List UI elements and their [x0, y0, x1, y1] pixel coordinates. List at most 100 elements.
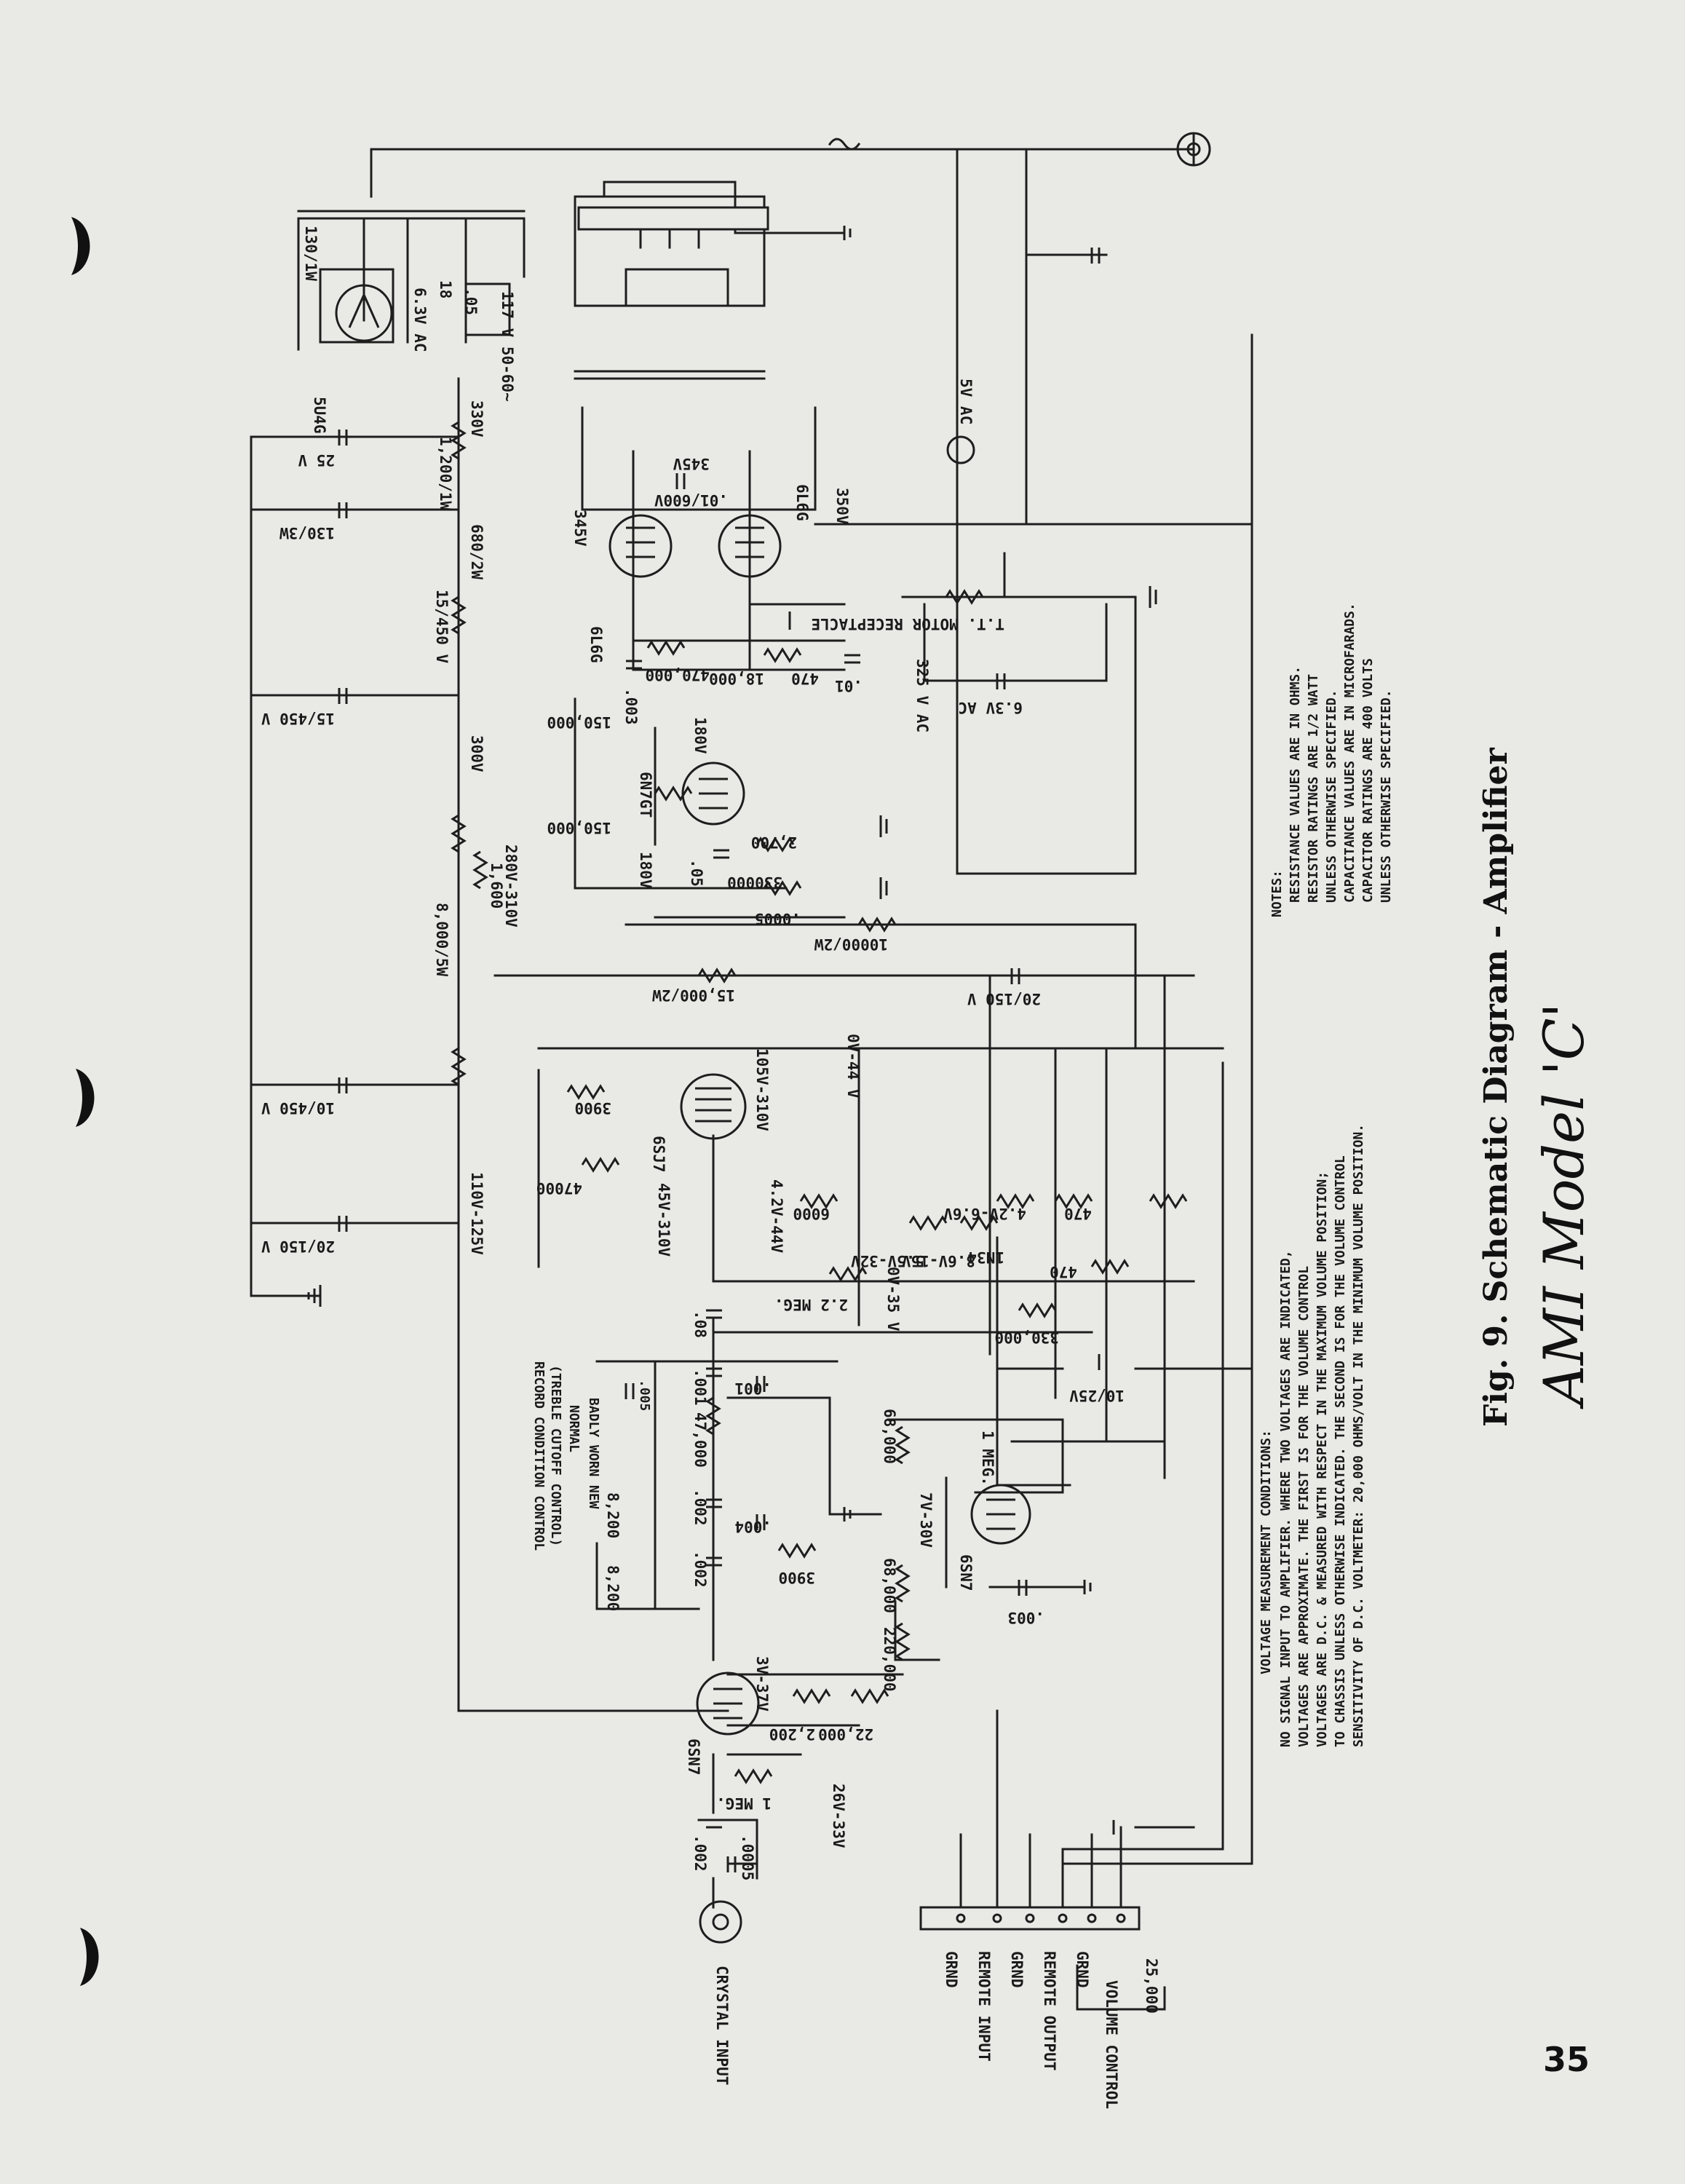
label-2200: 2,200 [769, 1725, 815, 1743]
label-3v-37v: 3V-37V [753, 1656, 771, 1712]
label-tube-v2: 6SN7 [957, 1554, 975, 1591]
label-6000-5w: .01/600V [654, 491, 728, 509]
voltage-notes-line-1: VOLTAGES ARE APPROXIMATE. THE FIRST IS F… [1296, 1266, 1312, 1747]
label-15-450v-a: 130/3W [279, 524, 335, 542]
label-1meg-b: 1 MEG. [979, 1431, 996, 1486]
notes-line-5: UNLESS OTHERWISE SPECIFIED. [1379, 689, 1394, 903]
terminal-label-2: GRND [1008, 1951, 1026, 1988]
label-tube-v4: 6N7GT [637, 772, 654, 818]
label-20-150v-c: 6.3V AC [958, 699, 1023, 716]
label-input-0005: .0005 [739, 1835, 756, 1880]
label-3900-a: 4.2V-6.6V [943, 1205, 1026, 1222]
label-470-a: 470 [791, 670, 819, 687]
volume-pot-value: 25,000 [1143, 1958, 1160, 2014]
punch-mark-bottom [80, 1928, 99, 1986]
label-tube-v5: 6L6G [587, 626, 605, 663]
label-10-25v: 10/25V [1069, 1387, 1125, 1404]
label-2700: 2,700 [751, 834, 797, 851]
label-345v-b: 350V [833, 488, 851, 525]
record-control-title: RECORD CONDITION CONTROL [531, 1361, 547, 1551]
label-01-600v: 345V [673, 455, 710, 472]
label-105-310v: 105V-310V [753, 1048, 771, 1131]
record-pos-new: NEW [586, 1485, 601, 1509]
terminal-label-0: GRND [943, 1951, 960, 1988]
label-1200-1w: 15/450 V [433, 590, 451, 664]
label-001-a: .001 [691, 1369, 709, 1406]
label-68000-b: 68,000 [881, 1558, 898, 1613]
notes-line-0: RESISTANCE VALUES ARE IN OHMS. [1288, 666, 1303, 903]
terminal-label-5: VOLUME CONTROL [1103, 1980, 1120, 2109]
label-22meg: 2.2 MEG. [774, 1296, 848, 1313]
record-pos-normal: NORMAL [566, 1405, 582, 1452]
figure-caption: Fig. 9. Schematic Diagram - Amplifier [1478, 747, 1515, 1427]
label-220000: 220,000 [881, 1627, 898, 1692]
label-01: .01 [835, 677, 863, 695]
label-15000-2w: 15,000/2W [652, 986, 735, 1004]
label-18000: 18,000 [709, 670, 764, 687]
label-130-3w: T.T. MOTOR RECEPTACLE [811, 615, 1004, 633]
label-rect-tube: 5U4G [311, 397, 328, 434]
label-40-450v: 25 V [298, 451, 335, 469]
label-47000-b: 47,000 [691, 1412, 709, 1468]
label-180v-b: 180V [637, 852, 654, 889]
label-330000: 330000 [727, 874, 782, 891]
label-6000: 470 [1064, 1205, 1092, 1222]
label-8200-a: 8,200 [604, 1492, 622, 1538]
label-0v-44v: 0V-44 V [844, 1034, 862, 1099]
label-33000-2w: 3900 [574, 1099, 611, 1117]
crystal-input-jack [699, 1900, 742, 1944]
notes-line-1: RESISTOR RATINGS ARE 1/2 WATT [1306, 674, 1321, 903]
label-42-44v: 4.2V-44V [768, 1179, 785, 1254]
label-150000-b: 150,000 [547, 819, 611, 836]
handwritten-model-label: AMI Model 'C' [1531, 1003, 1596, 1409]
label-130-1w: .05 [462, 288, 480, 315]
label-004: .004 [734, 1518, 772, 1535]
label-330v: 680/2W [468, 524, 485, 579]
notes-title: NOTES: [1269, 870, 1285, 917]
label-110-125v: 110V-125V [468, 1172, 485, 1255]
voltage-notes-line-2: VOLTAGES ARE D.C. & MEASURED WITH RESPEC… [1315, 1171, 1330, 1747]
voltage-notes-line-0: NO SIGNAL INPUT TO AMPLIFIER. WHERE TWO … [1278, 1250, 1293, 1747]
label-1n34: 1N34 [967, 1249, 1004, 1266]
label-56000-1w: 47000 [536, 1179, 582, 1197]
label-325vac: 130/1W [302, 226, 320, 281]
label-25v: 325 V AC [913, 659, 931, 732]
label-0v-35v: 0V-35 V [884, 1267, 902, 1332]
punch-mark-middle [76, 1069, 95, 1127]
label-68000-a: 68,000 [881, 1409, 898, 1464]
terminal-strip [919, 1906, 1141, 1931]
label-tube-v1: 6SN7 [685, 1738, 702, 1776]
voltage-notes-title: VOLTAGE MEASUREMENT CONDITIONS: [1258, 1430, 1274, 1674]
notes-line-4: CAPACITOR RATINGS ARE 400 VOLTS [1360, 658, 1376, 903]
label-5vac: 6.3V AC [411, 288, 429, 352]
label-8000-5w: 8,000/5W [433, 903, 451, 977]
label-001-b: .001 [734, 1380, 772, 1397]
label-180v-a: 180V [691, 717, 709, 754]
terminal-label-4: GRND [1074, 1951, 1091, 1988]
label-560: 6000 [793, 1205, 830, 1222]
label-002-b: .002 [691, 1551, 709, 1588]
label-18: 117 V 50-60~ [499, 291, 516, 402]
label-002-a: .002 [691, 1489, 709, 1526]
label-150000-a: 150,000 [547, 713, 611, 731]
label-345v-a: 345V [571, 510, 589, 547]
label-3900-b: 3900 [778, 1569, 815, 1586]
label-45-310v: 45V-310V [655, 1183, 673, 1257]
record-control-subtitle: (TREBLE CUTOFF CONTROL) [548, 1365, 563, 1546]
label-330000-b: 330,000 [994, 1329, 1059, 1346]
label-1meg-a: 1 MEG. [716, 1795, 772, 1812]
label-1600: 1,600 [488, 863, 505, 909]
notes-line-2: UNLESS OTHERWISE SPECIFIED. [1324, 689, 1339, 903]
label-8200-b: 8,200 [604, 1565, 622, 1611]
label-47000: 8.6V-15V [901, 1252, 975, 1270]
label-input-cap: .002 [691, 1835, 709, 1872]
label-280-310v: 280V-310V [502, 844, 520, 927]
label-300v: 300V [468, 735, 485, 772]
voltage-notes-line-4: SENSITIVITY OF D.C. VOLTMETER: 20,000 OH… [1351, 1124, 1366, 1747]
label-10-450v: 10/450 V [261, 1099, 335, 1117]
label-680-2w: 1,200/1W [437, 437, 454, 511]
page-number: 35 [1543, 2040, 1590, 2079]
label-470000: 470,000 [645, 666, 710, 684]
